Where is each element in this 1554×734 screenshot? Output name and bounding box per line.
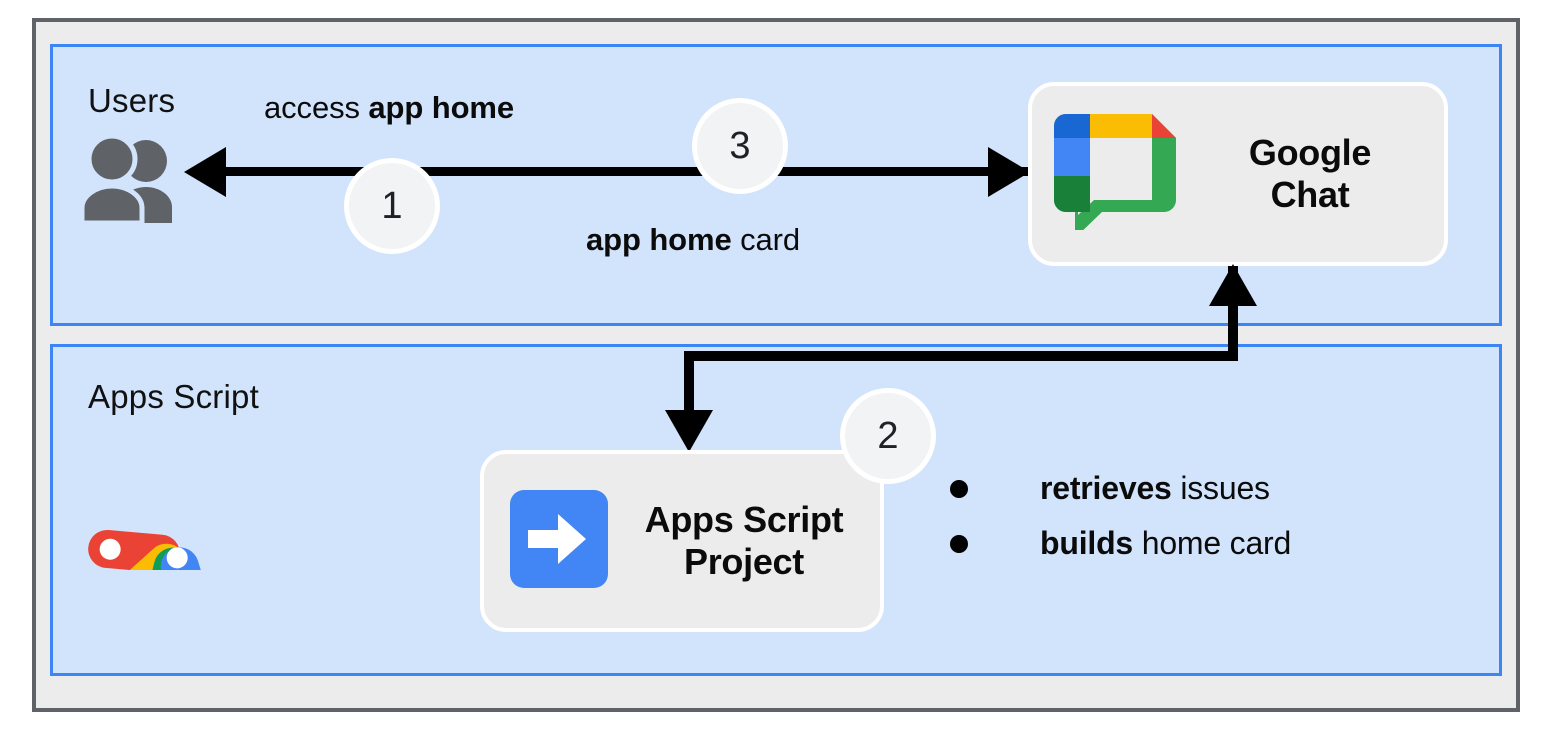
arrowhead-to-google-chat — [988, 147, 1030, 197]
connector-horizontal — [684, 351, 1238, 361]
flow-bottom-bold: app home — [586, 222, 732, 257]
list-item: builds home card — [950, 525, 1291, 562]
bullet-1-rest: issues — [1171, 470, 1270, 506]
apps-script-project-arrow-icon — [510, 489, 608, 593]
card-apps-script-project-title: Apps Script Project — [644, 499, 844, 582]
users-icon — [78, 133, 188, 226]
flow-label-access-app-home: access app home — [264, 90, 514, 126]
bullet-2-rest: home card — [1133, 525, 1292, 561]
arrowhead-to-users — [184, 147, 226, 197]
bullet-dot-icon — [950, 479, 968, 498]
step-badge-3: 3 — [692, 98, 788, 194]
flow-bottom-suffix: card — [731, 222, 801, 257]
apps-script-logo-icon — [80, 440, 220, 643]
card-apps-script-project[interactable]: Apps Script Project — [480, 450, 884, 632]
list-item: retrieves issues — [950, 470, 1291, 507]
card-google-chat[interactable]: Google Chat — [1028, 82, 1448, 266]
users-chat-connector-shaft — [196, 167, 1028, 176]
card-google-chat-title: Google Chat — [1248, 132, 1372, 215]
flow-label-app-home-card: app home card — [586, 222, 800, 258]
bullet-2-bold: builds — [1040, 525, 1134, 561]
apps-script-actions-list: retrieves issues builds home card — [950, 470, 1291, 580]
connector-vertical-left — [684, 351, 694, 435]
flow-top-bold: app home — [368, 90, 515, 125]
arrowhead-up-to-google-chat — [1209, 264, 1257, 306]
google-chat-logo-icon — [1054, 113, 1176, 238]
step-badge-1: 1 — [344, 158, 440, 254]
arrowhead-down-to-apps-script-project — [665, 410, 713, 452]
bullet-dot-icon — [950, 534, 968, 553]
bullet-1-bold: retrieves — [1040, 470, 1172, 506]
flow-top-prefix: access — [264, 90, 369, 125]
step-badge-2: 2 — [840, 388, 936, 484]
panel-users-label: Users — [88, 82, 176, 119]
panel-apps-script-label: Apps Script — [88, 378, 259, 415]
connector-vertical-right — [1228, 266, 1238, 360]
